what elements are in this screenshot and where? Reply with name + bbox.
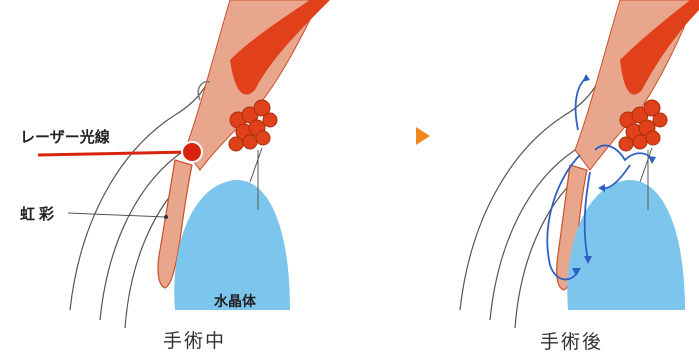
laser-beam <box>38 152 190 155</box>
iris-leader-line <box>68 213 165 217</box>
panel-during-surgery <box>0 0 360 358</box>
laser-spot <box>182 142 202 162</box>
caption-during: 手術中 <box>163 326 226 353</box>
panel-after-surgery <box>390 0 699 358</box>
laser-label: レーザー光線 <box>20 126 110 147</box>
zonule-line-2 <box>250 148 262 182</box>
caption-after: 手術後 <box>540 327 603 354</box>
iris-label: 虹彩 <box>20 203 58 224</box>
iris-leader-dot <box>164 215 168 219</box>
eye-cross-section-after <box>390 0 699 358</box>
eye-cross-section-during <box>0 0 360 358</box>
lens-label: 水晶体 <box>214 291 256 311</box>
